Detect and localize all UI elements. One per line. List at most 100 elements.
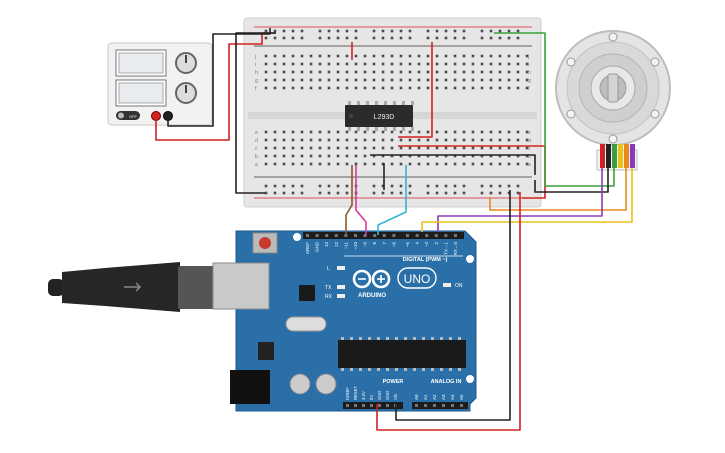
digital-pin-label: ~10 xyxy=(353,242,358,250)
power-header-label: POWER xyxy=(383,379,404,385)
row-letter: e xyxy=(255,130,258,136)
digital-pin[interactable] xyxy=(306,234,309,237)
wire-5v xyxy=(376,192,521,431)
power-pin[interactable] xyxy=(362,404,365,407)
analog-pin[interactable] xyxy=(424,404,427,407)
switch-label: OFF xyxy=(129,114,138,119)
power-pin-label: GND xyxy=(377,391,382,400)
row-letter: f xyxy=(528,86,530,92)
analog-pin-label: A1 xyxy=(423,394,428,400)
wire-enable xyxy=(398,42,433,138)
row-letter: d xyxy=(528,138,531,144)
analog-pin-label: A2 xyxy=(432,394,437,400)
wire-pin-yellow xyxy=(421,221,453,232)
wire-encoder-ground xyxy=(534,168,609,193)
digital-pin[interactable] xyxy=(454,234,457,237)
digital-pin-label: ~6 xyxy=(391,242,396,248)
power-pin[interactable] xyxy=(378,404,381,407)
wire-pin12-brown xyxy=(345,165,353,235)
power-pin-label: RESET xyxy=(353,386,358,400)
digital-pin[interactable] xyxy=(315,234,319,237)
digital-pin[interactable] xyxy=(425,234,429,237)
digital-pin[interactable] xyxy=(373,234,377,237)
analog-pin-label: A4 xyxy=(450,394,455,400)
ic-label: L293D xyxy=(374,114,395,121)
row-letter: h xyxy=(528,70,531,76)
analog-header[interactable] xyxy=(412,402,468,409)
power-pin-label: IOREF xyxy=(345,387,350,400)
row-letter: h xyxy=(255,70,258,76)
digital-pin-label: TX→1 xyxy=(443,242,448,255)
digital-pin-label: 4 xyxy=(415,242,420,245)
arduino-logo xyxy=(352,269,391,289)
digital-pin[interactable] xyxy=(363,234,367,237)
wire-gnd xyxy=(395,190,511,421)
power-pin[interactable] xyxy=(370,404,373,407)
reset-button[interactable] xyxy=(259,237,271,249)
dc-power-supply[interactable]: OFF xyxy=(107,42,213,126)
digital-pin[interactable] xyxy=(444,234,448,237)
analog-pin[interactable] xyxy=(442,404,445,407)
digital-pin-label: 12 xyxy=(334,242,339,248)
wire-motor-orange xyxy=(489,168,627,211)
row-letter: f xyxy=(255,86,257,92)
power-pin[interactable] xyxy=(386,404,389,407)
digital-pin-label: ~11 xyxy=(343,242,348,250)
dc-motor-encoder[interactable] xyxy=(555,30,671,171)
digital-pin-label: RX←0 xyxy=(453,242,458,256)
digital-pin-label: ~3 xyxy=(424,242,429,248)
digital-pin-label: GND xyxy=(315,241,320,252)
power-pin[interactable] xyxy=(346,404,349,407)
digital-pin[interactable] xyxy=(334,234,338,237)
digital-pin[interactable] xyxy=(392,234,396,237)
row-letter: j xyxy=(254,54,256,60)
power-pin[interactable] xyxy=(354,404,357,407)
l293d-ic[interactable]: L293D xyxy=(345,101,414,131)
usb-icon xyxy=(124,282,142,292)
row-letter: i xyxy=(255,62,256,68)
wires[interactable] xyxy=(155,28,633,431)
digital-pin[interactable] xyxy=(406,234,409,237)
wire-motor-yellow xyxy=(453,168,633,223)
on-led-label: ON xyxy=(455,283,463,289)
digital-pin[interactable] xyxy=(354,234,357,237)
led-label-tx: TX xyxy=(325,285,332,291)
power-pin-label: Vin xyxy=(393,393,398,400)
digital-pin[interactable] xyxy=(434,234,438,237)
analog-pin[interactable] xyxy=(451,404,454,407)
row-letter: c xyxy=(528,146,531,152)
analog-header-label: ANALOG IN xyxy=(431,379,462,385)
digital-header-label: DIGITAL (PWM ~) xyxy=(403,257,448,263)
digital-pin[interactable] xyxy=(382,234,386,237)
wire-encoder-green xyxy=(494,32,615,187)
wire-pin10-pink xyxy=(355,165,367,235)
breadboard-holes[interactable] xyxy=(264,29,529,195)
led-label-rx: RX xyxy=(325,294,333,300)
digital-pin-label: ~9 xyxy=(363,242,368,248)
analog-pin[interactable] xyxy=(460,404,463,407)
analog-pin-label: A5 xyxy=(459,394,464,400)
analog-pin[interactable] xyxy=(415,404,418,407)
wire-pin9-cyan xyxy=(377,165,407,235)
row-letter: g xyxy=(255,78,258,84)
row-letter: b xyxy=(528,154,531,160)
analog-pin[interactable] xyxy=(433,404,436,407)
digital-pin[interactable] xyxy=(344,234,348,237)
digital-pin-label: 2 xyxy=(434,242,439,245)
digital-pin-label: 8 xyxy=(372,242,377,245)
wire-rail-ground xyxy=(235,32,276,194)
board-brand: ARDUINO xyxy=(358,293,386,299)
arduino-uno[interactable]: L TX RX ON UNO ARDUINO DIGITAL (PWM ~) P… xyxy=(48,230,477,412)
digital-pin[interactable] xyxy=(415,234,419,237)
row-letter: i xyxy=(528,62,529,68)
power-pin-label: 5V xyxy=(369,395,374,400)
row-letter: g xyxy=(528,78,531,84)
digital-pin[interactable] xyxy=(325,234,329,237)
analog-pin-label: A3 xyxy=(441,394,446,400)
